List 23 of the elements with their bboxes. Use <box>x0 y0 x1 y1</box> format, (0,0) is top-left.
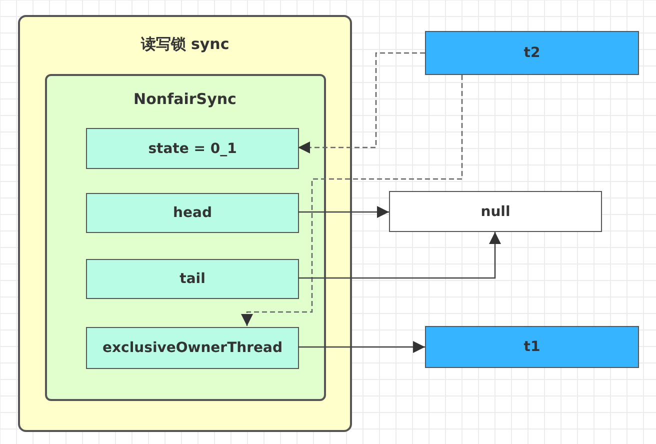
box-label: t1 <box>522 339 542 355</box>
thread-box <box>425 326 639 368</box>
arrow <box>241 75 463 326</box>
field-box <box>86 128 299 169</box>
arrow <box>298 341 425 353</box>
field-box <box>86 327 299 369</box>
box-label: null <box>480 204 512 220</box>
container-box <box>18 15 352 432</box>
box-label: tail <box>178 271 206 287</box>
container-box <box>44 74 326 400</box>
arrow <box>298 52 425 154</box>
arrow <box>298 206 389 218</box>
field-box <box>86 193 299 233</box>
value-box <box>389 191 602 232</box>
box-heading: 读写锁 sync <box>140 35 230 54</box>
box-label: head <box>172 205 213 221</box>
box-heading: NonfairSync <box>132 90 238 108</box>
box-label: exclusiveOwnerThread <box>102 340 284 356</box>
arrow <box>298 232 501 279</box>
box-label: t2 <box>522 45 542 61</box>
field-box <box>86 259 299 299</box>
box-label: state = 0_1 <box>147 140 238 156</box>
thread-box <box>425 31 639 75</box>
